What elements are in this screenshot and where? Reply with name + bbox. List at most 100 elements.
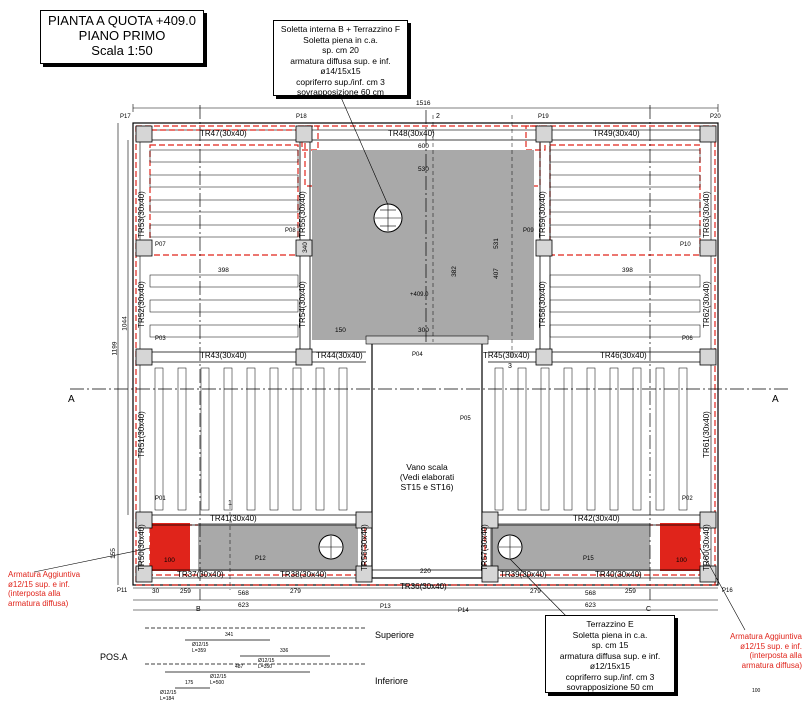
vano-scala-line: ST15 e ST16) — [400, 482, 454, 492]
vano-scala-line: Vano scala — [406, 462, 448, 472]
posa-bars — [145, 627, 365, 689]
section-b: B — [196, 606, 201, 613]
note-top-line: copriferro sup./inf. cm 3 — [296, 76, 385, 87]
section-3: 3 — [508, 363, 512, 370]
dim-568-right: 568 — [585, 590, 596, 597]
level-marker: +409.0 — [410, 292, 429, 298]
dim-total-width: 1516 — [416, 100, 431, 107]
dim-279-right: 279 — [530, 588, 541, 595]
beam-tr38: TR38(30x40) — [280, 570, 327, 579]
note-top-line: ø14/15x15 — [320, 66, 361, 76]
posa-dim-2: 336 — [280, 648, 289, 654]
additional-rebar-left — [150, 523, 190, 571]
beam-tr44: TR44(30x40) — [316, 351, 363, 360]
note-bottom-line: Soletta piena in c.a. — [572, 629, 648, 640]
dim-259-left: 259 — [180, 588, 191, 595]
pillar-p02: P02 — [682, 496, 693, 502]
pillar-p01: P01 — [155, 496, 166, 502]
beam-tr55: TR55(30x40) — [297, 191, 307, 238]
title-line-2: PIANO PRIMO — [78, 28, 166, 43]
additional-rebar-right — [660, 523, 700, 571]
beam-tr46: TR46(30x40) — [600, 351, 647, 360]
beam-tr57: TR57(30x40) — [479, 524, 489, 571]
posa-dim-4: 175 — [185, 680, 194, 686]
beam-tr61: TR61(30x40) — [701, 411, 711, 458]
joists-upper-right — [549, 149, 701, 338]
dim-220: 220 — [420, 568, 431, 575]
posa-dim-1: 341 — [225, 632, 234, 638]
dim-259-right: 259 — [625, 588, 636, 595]
section-2: 2 — [436, 113, 440, 120]
dim-300: 300 — [418, 327, 429, 334]
armatura-left-line: (interposta alla — [8, 589, 61, 598]
dim-568-left: 568 — [238, 590, 249, 597]
beam-tr39: TR39(30x40) — [500, 570, 547, 579]
pillar-p15: P15 — [583, 556, 594, 562]
beam-tr42: TR42(30x40) — [573, 514, 620, 523]
note-bottom-line: armatura diffusa sup. e inf. — [559, 650, 661, 661]
note-bottom-line: Terrazzino E — [586, 619, 634, 629]
dim-398-left: 398 — [218, 267, 229, 274]
dim-382: 382 — [450, 266, 458, 277]
note-bottom-line: ø12/15x15 — [589, 661, 631, 671]
beam-tr49: TR49(30x40) — [593, 129, 640, 138]
section-a-right: A — [772, 394, 779, 405]
pillar-p13: P13 — [380, 604, 391, 610]
stair-well — [371, 341, 483, 579]
note-slab-b: Soletta interna B + Terrazzino F Soletta… — [273, 20, 408, 97]
dim-531: 531 — [492, 238, 500, 249]
beam-tr48: TR48(30x40) — [388, 129, 435, 138]
beam-tr50: TR50(30x40) — [136, 524, 146, 571]
armatura-left-line: Armatura Aggiuntiva — [8, 570, 81, 579]
armatura-left-line: ø12/15 sup. e inf. — [8, 579, 70, 589]
armatura-left-line: armatura diffusa) — [8, 598, 69, 608]
armatura-right-line: Armatura Aggiuntiva — [729, 632, 802, 641]
armatura-right-line: (interposta alla — [749, 651, 802, 660]
dim-340: 340 — [301, 242, 309, 253]
pillar-p08: P08 — [285, 228, 296, 234]
posa-bar-1: Ø12/15 L=359 — [192, 642, 209, 654]
section-c: C — [646, 606, 652, 613]
vano-scala-line: (Vedi elaborati — [399, 472, 455, 482]
beam-tr58: TR58(30x40) — [537, 281, 547, 328]
pillar-p09: P09 — [523, 228, 534, 234]
pillar-p14: P14 — [458, 608, 469, 614]
dim-600: 600 — [418, 143, 429, 150]
section-axes — [70, 105, 790, 600]
dim-100-left: 100 — [164, 557, 175, 564]
dim-30: 30 — [152, 588, 160, 595]
pillar-p07: P07 — [155, 242, 166, 248]
armatura-right-line: ø12/15 sup. e inf. — [740, 641, 802, 651]
title-block: PIANTA A QUOTA +409.0 PIANO PRIMO Scala … — [40, 10, 204, 64]
beam-tr59: TR59(30x40) — [537, 191, 547, 238]
note-bottom-line: sovrapposizione 50 cm — [566, 682, 654, 692]
beam-tr45: TR45(30x40) — [483, 351, 530, 360]
dim-623-right: 623 — [585, 602, 596, 609]
beam-tr36: TR36(30x40) — [400, 582, 447, 591]
note-top-line: Soletta interna B + Terrazzino F — [280, 24, 401, 34]
dim-279-left: 279 — [290, 588, 301, 595]
pillar-p12: P12 — [255, 556, 266, 562]
posa-bar-2: Ø12/15 L=350 — [258, 658, 275, 670]
posa-dim-3: 487 — [235, 664, 244, 670]
dim-398-right: 398 — [622, 267, 633, 274]
pillar-p17: P17 — [120, 114, 131, 120]
beam-tr62: TR62(30x40) — [701, 281, 711, 328]
pillars — [135, 125, 717, 583]
beam-tr41: TR41(30x40) — [210, 514, 257, 523]
dim-530: 530 — [418, 166, 429, 173]
dim-inner-height: 1044 — [121, 316, 129, 331]
posa-bar-4: Ø12/15 L=184 — [160, 690, 177, 702]
beams — [140, 130, 711, 578]
dim-total-height: 1199 — [111, 341, 119, 356]
section-a-left: A — [68, 394, 75, 405]
pillar-p11: P11 — [117, 588, 128, 594]
beam-tr52: TR52(30x40) — [136, 281, 146, 328]
armatura-note-left: Armatura Aggiuntiva ø12/15 sup. e inf. (… — [8, 570, 118, 608]
note-bottom-line: sp. cm 15 — [591, 640, 629, 650]
pillar-p20: P20 — [710, 114, 721, 120]
beam-tr54: TR54(30x40) — [297, 281, 307, 328]
pillar-p06: P06 — [682, 336, 693, 342]
title-line-3: Scala 1:50 — [91, 43, 153, 58]
